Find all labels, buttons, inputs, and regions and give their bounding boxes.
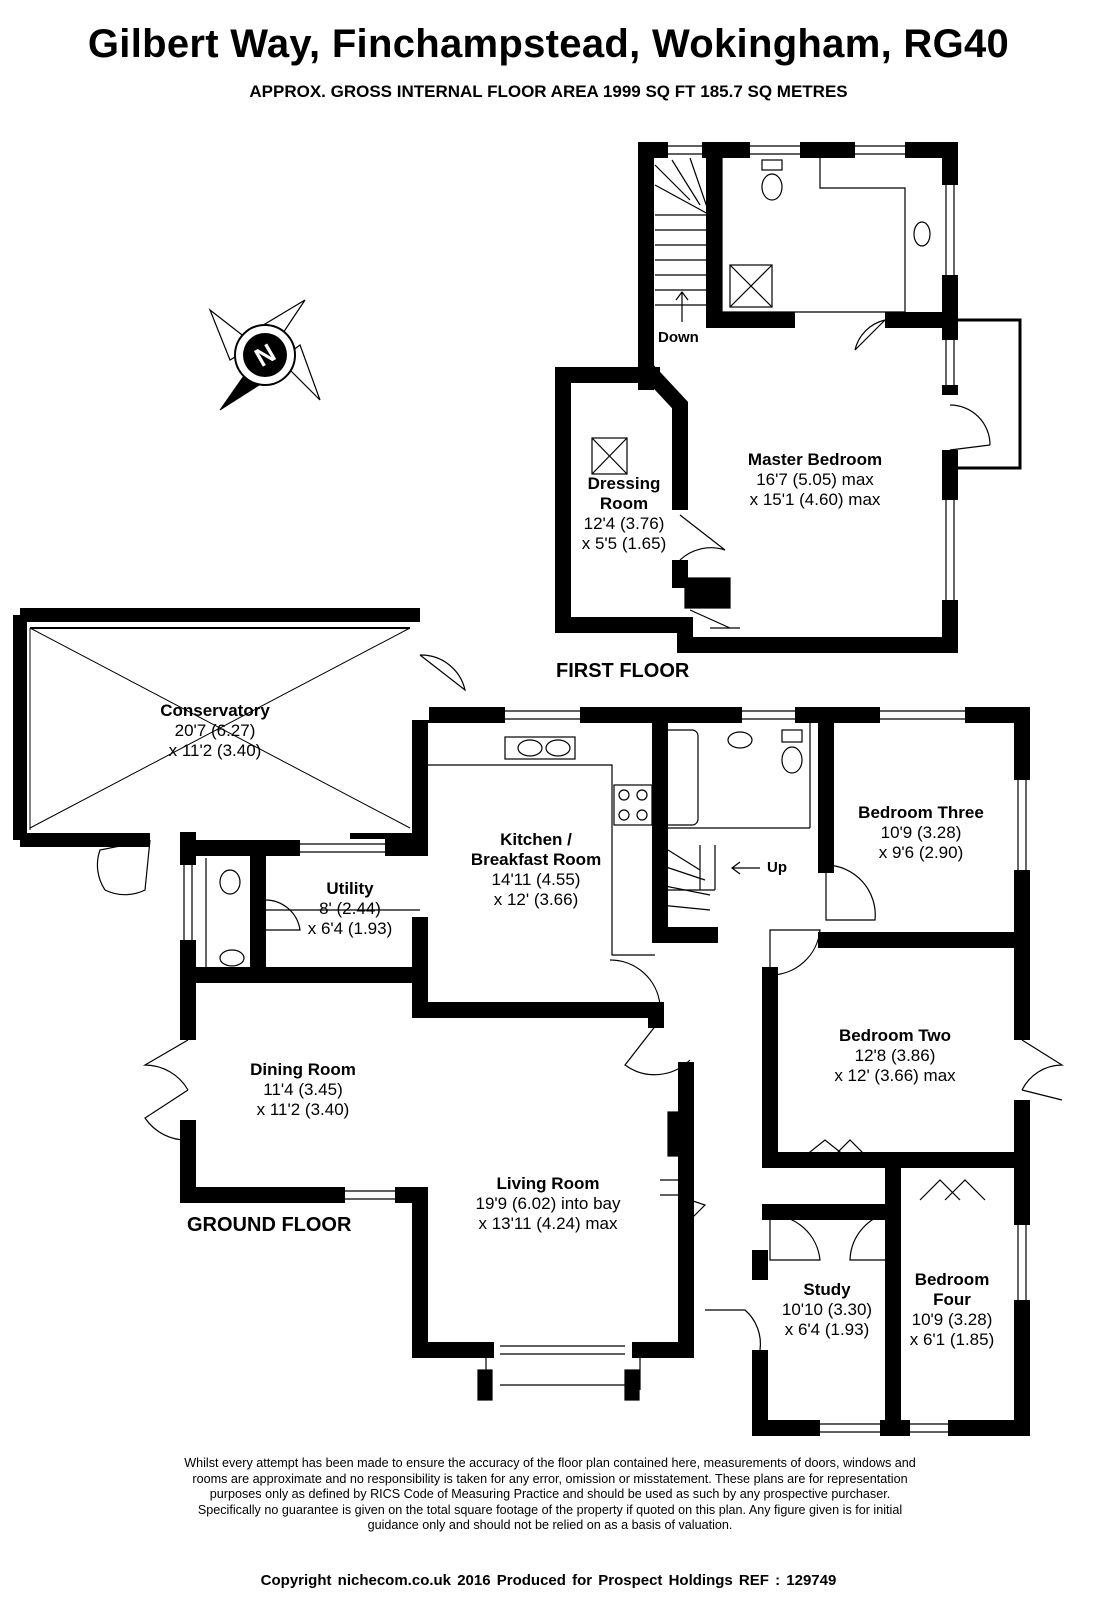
- stairs-up-label: Up: [767, 859, 787, 876]
- room-dimension: 16'7 (5.05) max: [756, 470, 874, 489]
- plan-title: Gilbert Way, Finchampstead, Wokingham, R…: [87, 22, 1010, 66]
- room-dimension: x 9'6 (2.90): [879, 843, 964, 862]
- room-name: Living Room: [497, 1174, 600, 1193]
- disclaimer-line: Whilst every attempt has been made to en…: [184, 1456, 916, 1470]
- room-dimension: x 12' (3.66) max: [834, 1066, 956, 1085]
- room-dimension: x 6'4 (1.93): [308, 919, 393, 938]
- room-name: Room: [600, 494, 648, 513]
- floor-area-subtitle: APPROX. GROSS INTERNAL FLOOR AREA 1999 S…: [249, 82, 848, 101]
- room-dimension: x 13'11 (4.24) max: [479, 1214, 618, 1233]
- room-name: Dressing: [588, 474, 661, 493]
- room-name: Conservatory: [160, 701, 270, 720]
- room-dimension: 10'9 (3.28): [912, 1310, 993, 1329]
- room-dimension: 11'4 (3.45): [263, 1080, 342, 1099]
- disclaimer-line: Specifically no guarantee is given on th…: [197, 1502, 903, 1517]
- room-name: Bedroom Two: [839, 1026, 951, 1045]
- room-dimension: 12'4 (3.76): [584, 514, 665, 533]
- room-name: Bedroom Three: [858, 803, 984, 822]
- room-dimension: 14'11 (4.55): [492, 870, 581, 889]
- room-name: Kitchen /: [500, 830, 572, 849]
- ground-floor-label: GROUND FLOOR: [187, 1214, 352, 1236]
- ground-floor-walls: [13, 608, 1065, 1437]
- room-dimension: x 11'2 (3.40): [257, 1100, 350, 1119]
- stairs-down-label: Down: [658, 329, 699, 346]
- copyright-footer: Copyright nichecom.co.uk 2016 Produced f…: [260, 1572, 837, 1589]
- room-name: Four: [933, 1290, 971, 1309]
- room-name: Master Bedroom: [748, 450, 882, 469]
- room-bedroom-four: Bedroom Four 10'9 (3.28) x 6'1 (1.85): [910, 1270, 995, 1349]
- room-living-room: Living Room 19'9 (6.02) into bay x 13'11…: [475, 1174, 621, 1233]
- room-dimension: x 6'1 (1.85): [910, 1330, 995, 1349]
- room-name: Dining Room: [250, 1060, 356, 1079]
- room-dressing-room: Dressing Room 12'4 (3.76) x 5'5 (1.65): [582, 474, 667, 553]
- room-kitchen: Kitchen / Breakfast Room 14'11 (4.55) x …: [471, 830, 601, 909]
- room-conservatory: Conservatory 20'7 (6.27) x 11'2 (3.40): [160, 701, 270, 760]
- room-dimension: x 5'5 (1.65): [582, 534, 667, 553]
- room-name: Study: [803, 1280, 851, 1299]
- room-dimension: 19'9 (6.02) into bay: [475, 1194, 621, 1213]
- compass-icon: N: [208, 299, 321, 411]
- disclaimer-line: guidance only and should not be relied o…: [367, 1518, 733, 1532]
- disclaimer-text: Whilst every attempt has been made to en…: [120, 1456, 980, 1534]
- room-name: Utility: [326, 879, 374, 898]
- room-dining-room: Dining Room 11'4 (3.45) x 11'2 (3.40): [250, 1060, 356, 1119]
- room-bedroom-two: Bedroom Two 12'8 (3.86) x 12' (3.66) max: [834, 1026, 956, 1085]
- room-dimension: x 15'1 (4.60) max: [750, 490, 881, 509]
- room-dimension: 10'9 (3.28): [881, 823, 962, 842]
- room-dimension: x 11'2 (3.40): [169, 741, 262, 760]
- room-dimension: 8' (2.44): [319, 899, 381, 918]
- first-floor-walls: [555, 141, 1022, 653]
- room-utility: Utility 8' (2.44) x 6'4 (1.93): [308, 879, 393, 938]
- room-study: Study 10'10 (3.30) x 6'4 (1.93): [782, 1280, 872, 1339]
- disclaimer-line: purposes only as defined by RICS Code of…: [209, 1487, 891, 1501]
- room-dimension: x 6'4 (1.93): [785, 1320, 870, 1339]
- room-name: Breakfast Room: [471, 850, 601, 869]
- room-bedroom-three: Bedroom Three 10'9 (3.28) x 9'6 (2.90): [858, 803, 984, 862]
- room-dimension: 12'8 (3.86): [855, 1046, 936, 1065]
- disclaimer-line: rooms are approximate and no responsibil…: [192, 1471, 908, 1486]
- first-floor-label: FIRST FLOOR: [556, 660, 690, 682]
- room-dimension: 20'7 (6.27): [175, 721, 256, 740]
- room-master-bedroom: Master Bedroom 16'7 (5.05) max x 15'1 (4…: [748, 450, 882, 509]
- room-dimension: x 12' (3.66): [494, 890, 579, 909]
- room-dimension: 10'10 (3.30): [782, 1300, 872, 1319]
- room-name: Bedroom: [915, 1270, 990, 1289]
